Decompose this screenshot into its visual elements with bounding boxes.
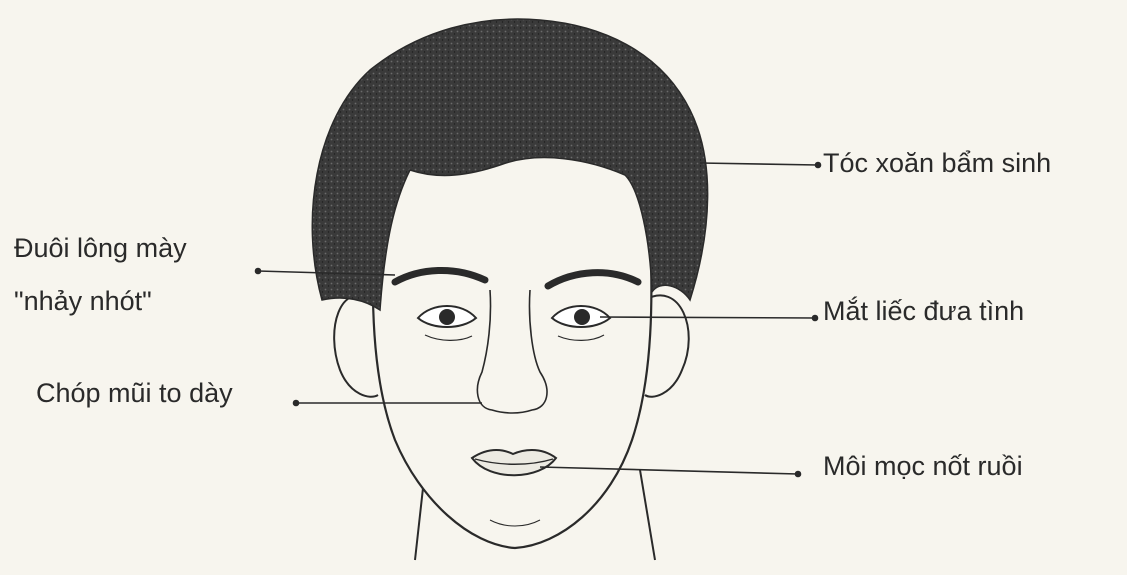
label-lips: Môi mọc nốt ruồi bbox=[823, 450, 1023, 482]
label-hair: Tóc xoăn bẩm sinh bbox=[823, 147, 1051, 179]
left-pupil bbox=[439, 309, 455, 325]
face-outline bbox=[373, 200, 652, 548]
right-pupil bbox=[574, 309, 590, 325]
leader-eyes bbox=[600, 317, 815, 318]
label-eyebrow-line2: "nhảy nhót" bbox=[14, 285, 152, 317]
label-eyes: Mắt liếc đưa tình bbox=[823, 295, 1024, 327]
left-ear bbox=[334, 295, 378, 396]
leader-hair bbox=[700, 163, 818, 165]
label-eyebrow-line1: Đuôi lông mày bbox=[14, 232, 187, 264]
label-nose: Chóp mũi to dày bbox=[36, 377, 233, 409]
